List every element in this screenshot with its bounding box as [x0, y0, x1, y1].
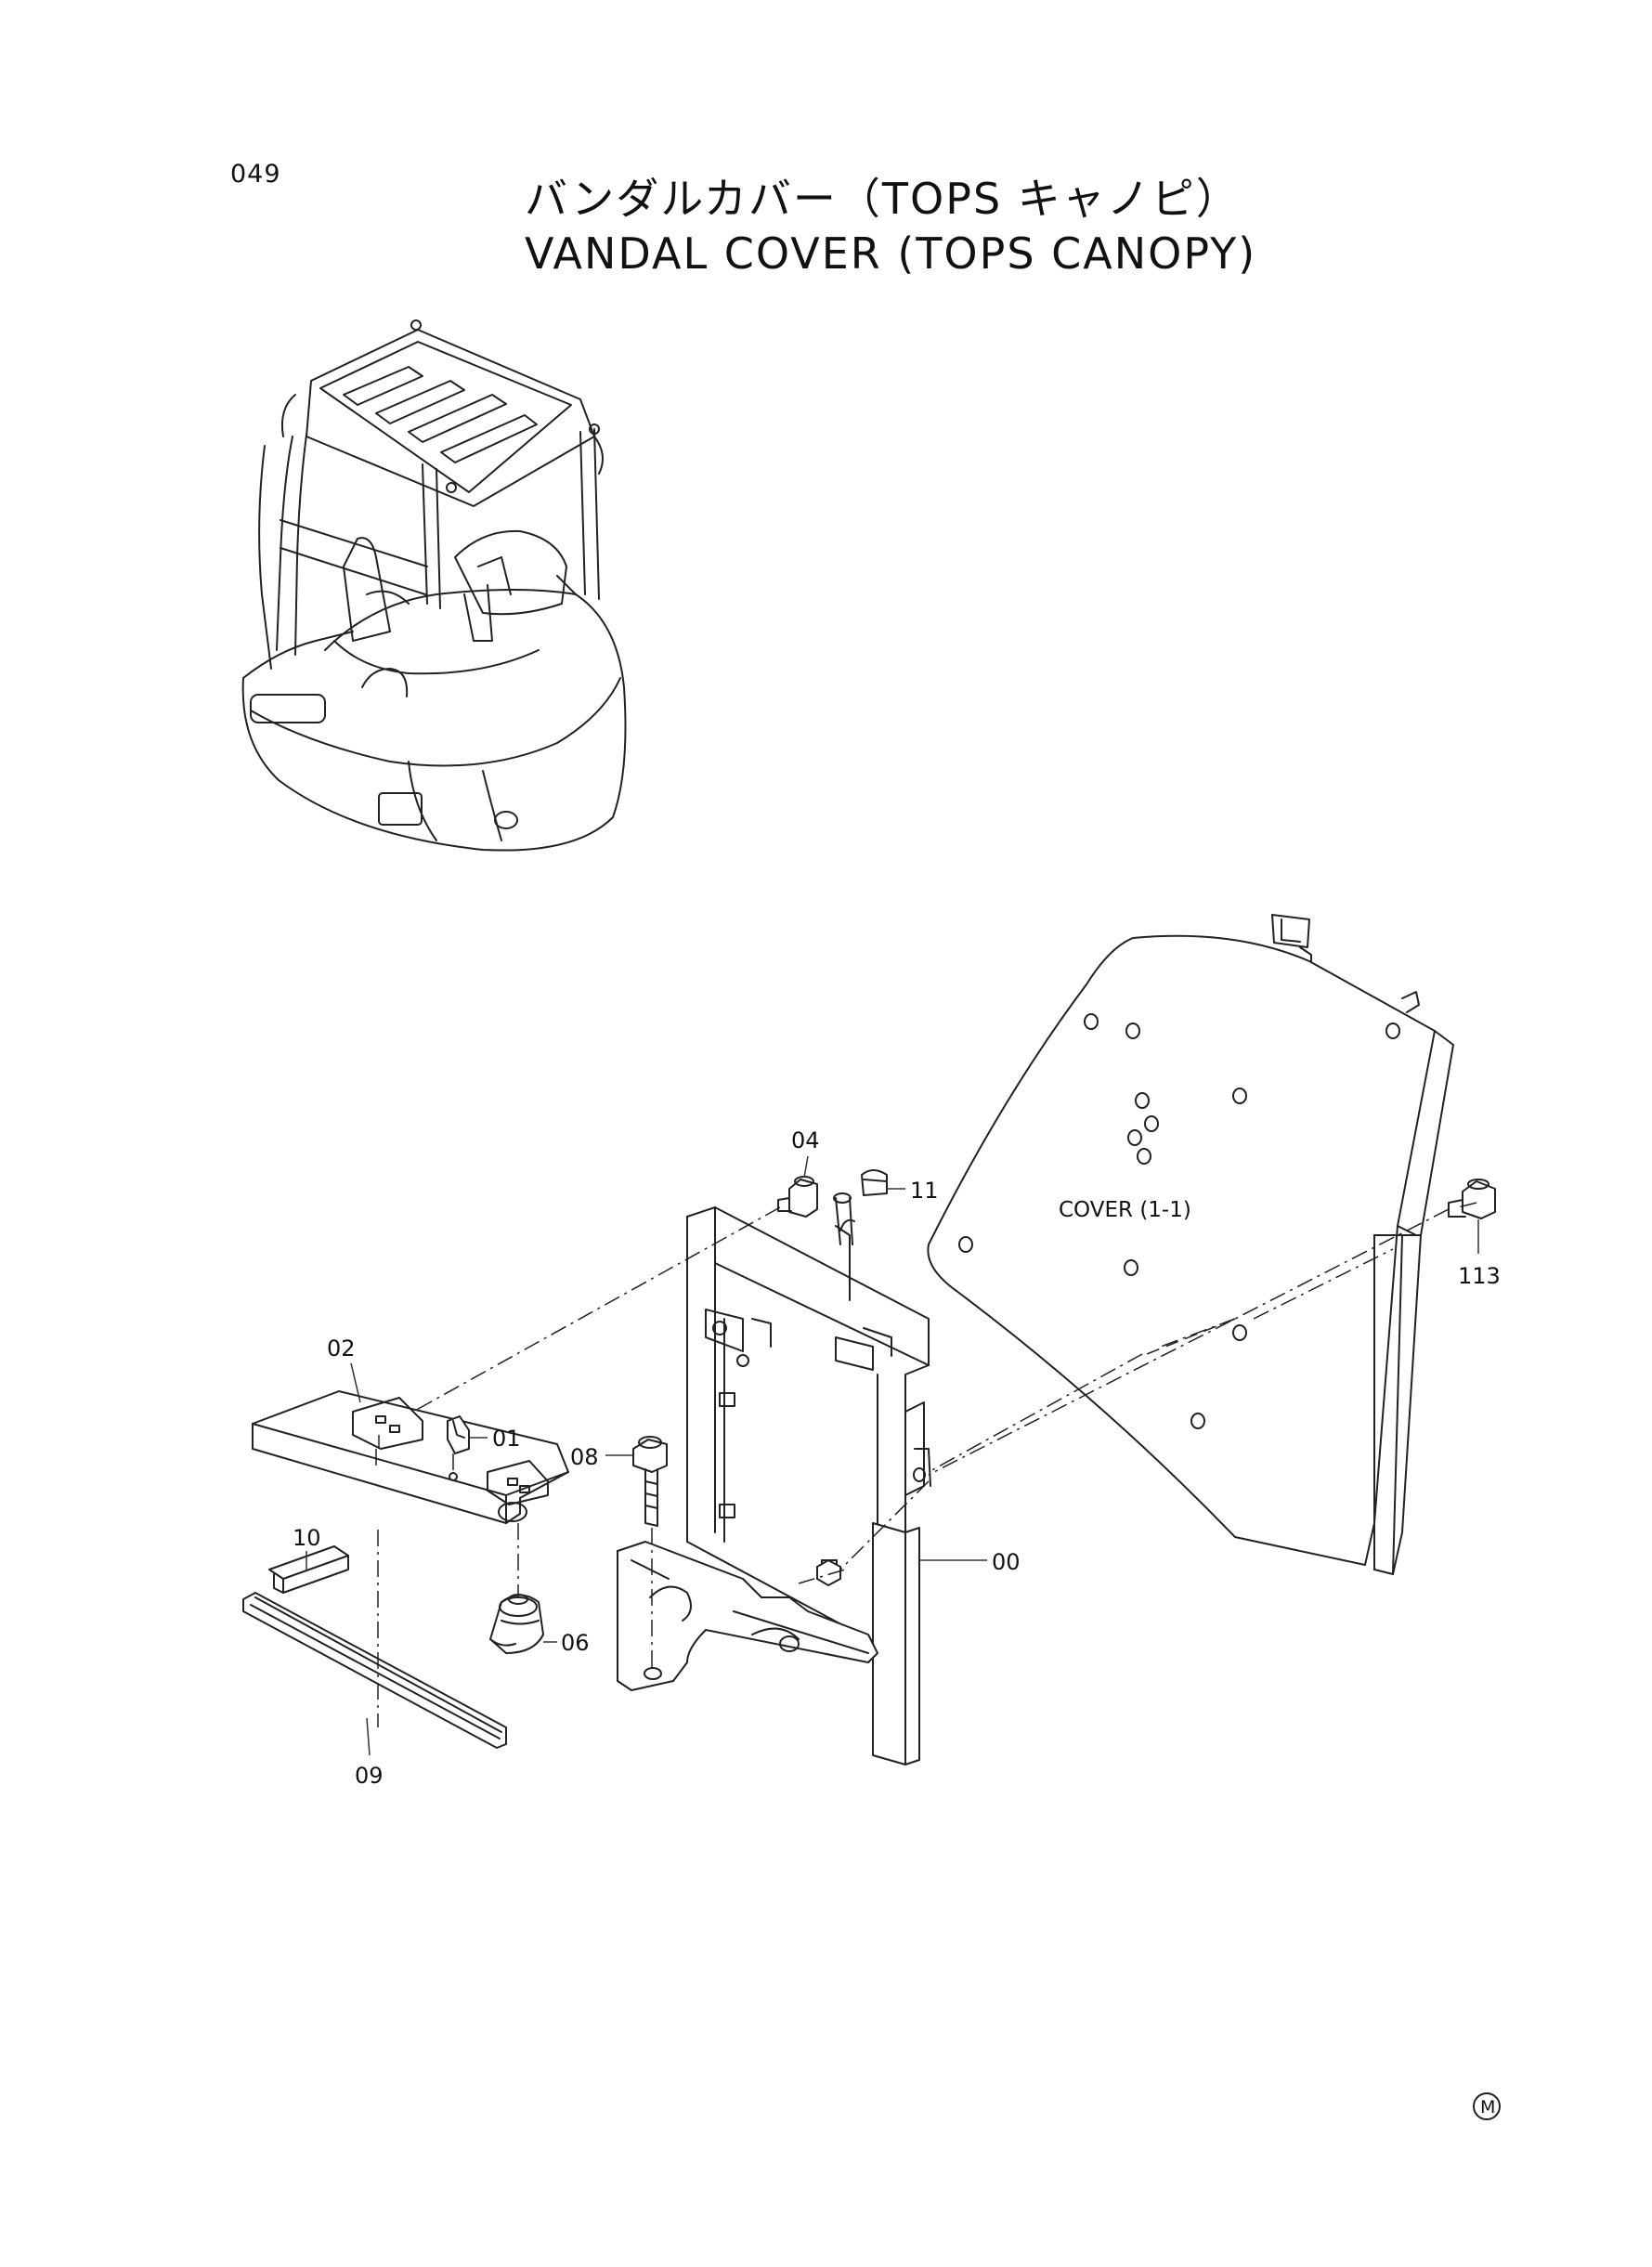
corner-mark-letter: M: [1480, 2097, 1495, 2117]
callout-01: 01: [492, 1426, 521, 1452]
callout-06: 06: [561, 1630, 590, 1656]
part-01-clip: [447, 1415, 470, 1454]
title-english: VANDAL COVER (TOPS CANOPY): [525, 228, 1257, 279]
callout-10: 10: [293, 1525, 321, 1551]
part-06-grommet: [489, 1594, 544, 1654]
page-number: 049: [230, 160, 281, 189]
cover-panel: COVER (1-1): [927, 914, 1454, 1575]
nut: [816, 1559, 841, 1586]
callout-08: 08: [570, 1444, 599, 1470]
callout-numbers: 04 11 113 02 01 08 00 10 06 09: [293, 1127, 1501, 1789]
title-block: バンダルカバー（TOPS キャノピ） VANDAL COVER (TOPS CA…: [525, 175, 1256, 279]
callout-09: 09: [355, 1763, 384, 1789]
excavator-overview-illustration: [241, 319, 627, 852]
part-04-bolt: [777, 1176, 818, 1218]
part-08-bolt: [632, 1436, 668, 1527]
part-09-trim-long: [242, 1592, 507, 1749]
bracket-frame: [617, 1192, 931, 1765]
part-11-cap: [861, 1169, 888, 1196]
leader-lines: [306, 1155, 1479, 1756]
callout-02: 02: [327, 1335, 356, 1362]
callout-113: 113: [1458, 1263, 1501, 1289]
part-10-trim-short: [268, 1545, 349, 1594]
callout-11: 11: [910, 1178, 939, 1204]
part-113-bolt: [1448, 1179, 1496, 1219]
callout-00: 00: [992, 1549, 1021, 1575]
callout-04: 04: [791, 1127, 820, 1153]
title-japanese: バンダルカバー（TOPS キャノピ）: [525, 174, 1241, 224]
cover-label: COVER (1-1): [1059, 1198, 1191, 1222]
assembly-lines: [375, 1202, 1477, 1727]
part-02-bar: [252, 1390, 569, 1524]
corner-mark: M: [1473, 2092, 1501, 2120]
